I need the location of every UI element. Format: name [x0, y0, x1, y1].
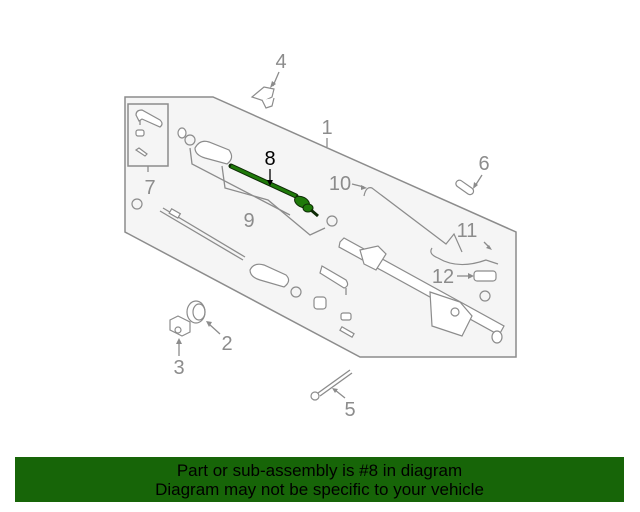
callout-1[interactable]: 1: [321, 117, 332, 139]
clamp-icon: [131, 198, 143, 210]
callout-11[interactable]: 11: [457, 220, 478, 242]
callout-7[interactable]: 7: [144, 177, 155, 199]
tie-rod-lower-icon: [159, 207, 246, 261]
bracket-icon: [250, 86, 275, 109]
outer-tie-rod-end-icon: [319, 265, 355, 339]
banner-line-disclaimer: Diagram may not be specific to your vehi…: [155, 480, 484, 499]
callout-6[interactable]: 6: [478, 153, 489, 175]
tie-rod-end-kit-icon: [134, 109, 163, 157]
callout-3[interactable]: 3: [173, 357, 184, 379]
bushing-2-icon: [186, 300, 206, 324]
callout-9[interactable]: 9: [243, 210, 254, 232]
callout-2[interactable]: 2: [221, 333, 232, 355]
boot-lower-icon: [249, 263, 327, 310]
pipe-11-icon: [430, 247, 499, 266]
banner-line-part-number: Part or sub-assembly is #8 in diagram: [176, 461, 463, 480]
plate-icon: [455, 179, 475, 196]
inner-tie-rod-highlighted[interactable]: [228, 163, 319, 218]
boot-upper-icon: [177, 127, 233, 165]
pipe-10-icon: [363, 187, 463, 253]
callout-4[interactable]: 4: [275, 51, 286, 73]
info-banner: Part or sub-assembly is #8 in diagram Di…: [15, 457, 624, 502]
fitting-12-icon: [473, 270, 497, 282]
clip-3-icon: [169, 315, 191, 337]
bolt-5-icon: [310, 369, 353, 401]
callout-12[interactable]: 12: [432, 266, 454, 288]
callout-5[interactable]: 5: [344, 399, 355, 421]
steering-rack-icon: [338, 237, 505, 344]
callout-10[interactable]: 10: [329, 173, 351, 195]
callout-8[interactable]: 8: [264, 148, 275, 170]
